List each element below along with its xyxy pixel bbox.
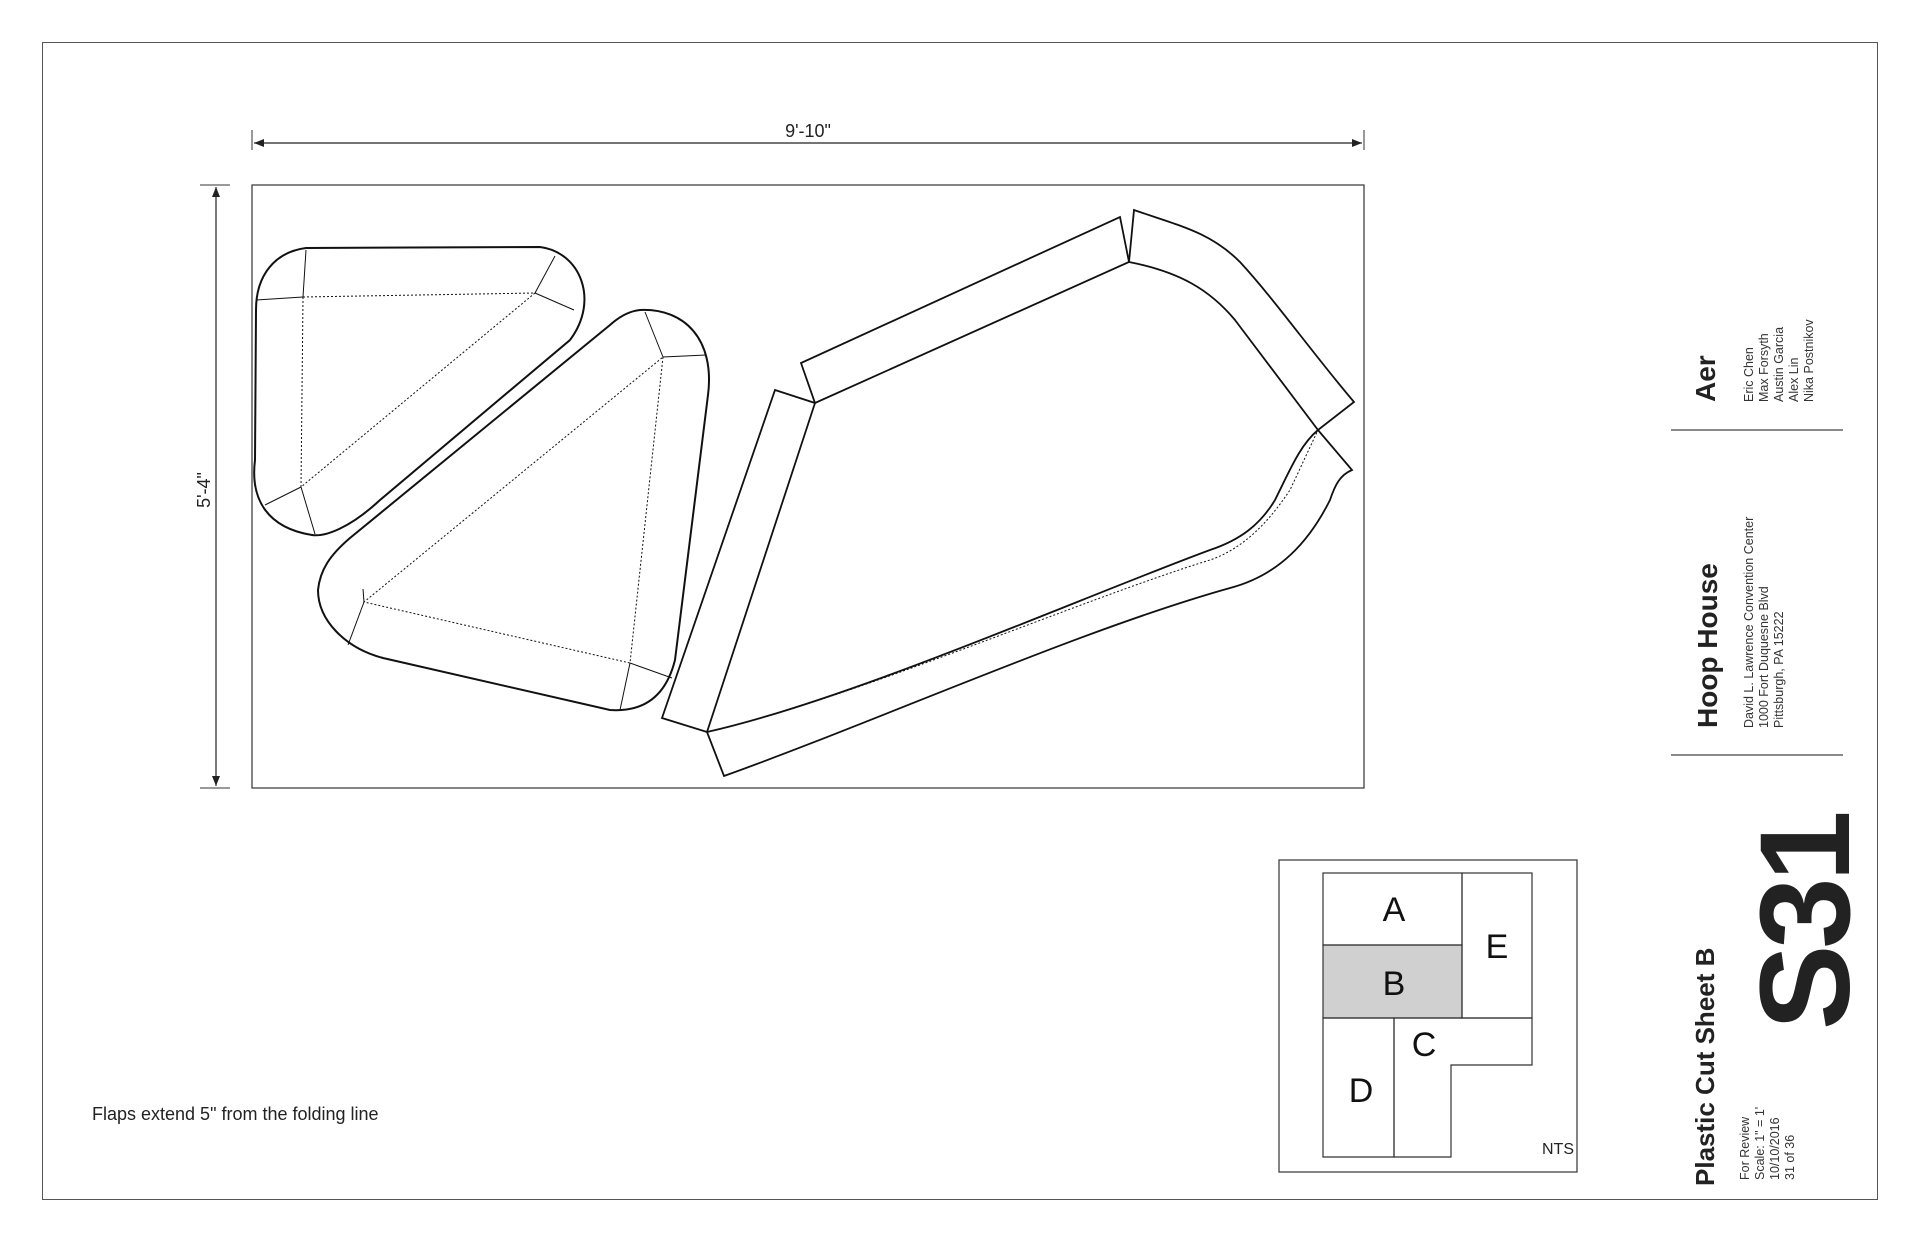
- sheet-detail-line: For Review: [1738, 1116, 1752, 1180]
- key-plan-scale-note: NTS: [1542, 1141, 1574, 1158]
- team-members: Eric Chen Max Forsyth Austin Garcia Alex…: [1742, 319, 1817, 402]
- drawing-border: [42, 42, 1878, 1200]
- key-plan-highlight-b: [1323, 945, 1462, 1018]
- plastic-sheet-outline: [251, 184, 1365, 789]
- team-member: Eric Chen: [1742, 347, 1756, 402]
- flap-note: Flaps extend 5" from the folding line: [92, 1104, 379, 1124]
- sheet-detail-line: 31 of 36: [1783, 1134, 1797, 1180]
- team-member: Max Forsyth: [1757, 333, 1771, 402]
- cut-piece-large-triangle: [316, 308, 710, 712]
- sheet-details: For Review Scale: 1" = 1' 10/10/2016 31 …: [1738, 1107, 1798, 1180]
- address-line: David L. Lawrence Convention Center: [1742, 516, 1756, 728]
- address-line: Pittsburgh, PA 15222: [1772, 611, 1786, 728]
- sheet-detail-line: Scale: 1" = 1': [1753, 1106, 1767, 1180]
- key-plan-label-a: A: [1383, 891, 1406, 929]
- sheet-title: Plastic Cut Sheet B: [1690, 947, 1720, 1186]
- cut-piece-large-panel: [660, 208, 1356, 778]
- address-line: 1000 Fort Duquesne Blvd: [1757, 586, 1771, 728]
- width-dimension-label: 9'-10": [785, 121, 831, 141]
- width-dimension: 9'-10": [251, 121, 1365, 150]
- height-dimension-label: 5'-4": [194, 472, 214, 508]
- key-plan-label-c: C: [1412, 1026, 1437, 1064]
- team-name: Aer: [1690, 355, 1721, 402]
- team-member: Austin Garcia: [1772, 326, 1786, 402]
- sheet-detail-line: 10/10/2016: [1768, 1117, 1782, 1180]
- key-plan-label-e: E: [1486, 928, 1509, 966]
- project-address: David L. Lawrence Convention Center 1000…: [1742, 517, 1787, 728]
- key-plan: A B C D E NTS: [1278, 859, 1578, 1173]
- team-member: Nika Postnikov: [1802, 319, 1816, 402]
- key-plan-label-d: D: [1349, 1072, 1374, 1110]
- height-dimension: 5'-4": [194, 184, 230, 789]
- project-name: Hoop House: [1692, 563, 1723, 728]
- key-plan-label-b: B: [1383, 965, 1406, 1003]
- sheet-number: S31: [1734, 814, 1877, 1030]
- cut-piece-small-triangle: [253, 245, 586, 537]
- key-plan-frame: [1278, 859, 1578, 1173]
- team-member: Alex Lin: [1787, 357, 1801, 402]
